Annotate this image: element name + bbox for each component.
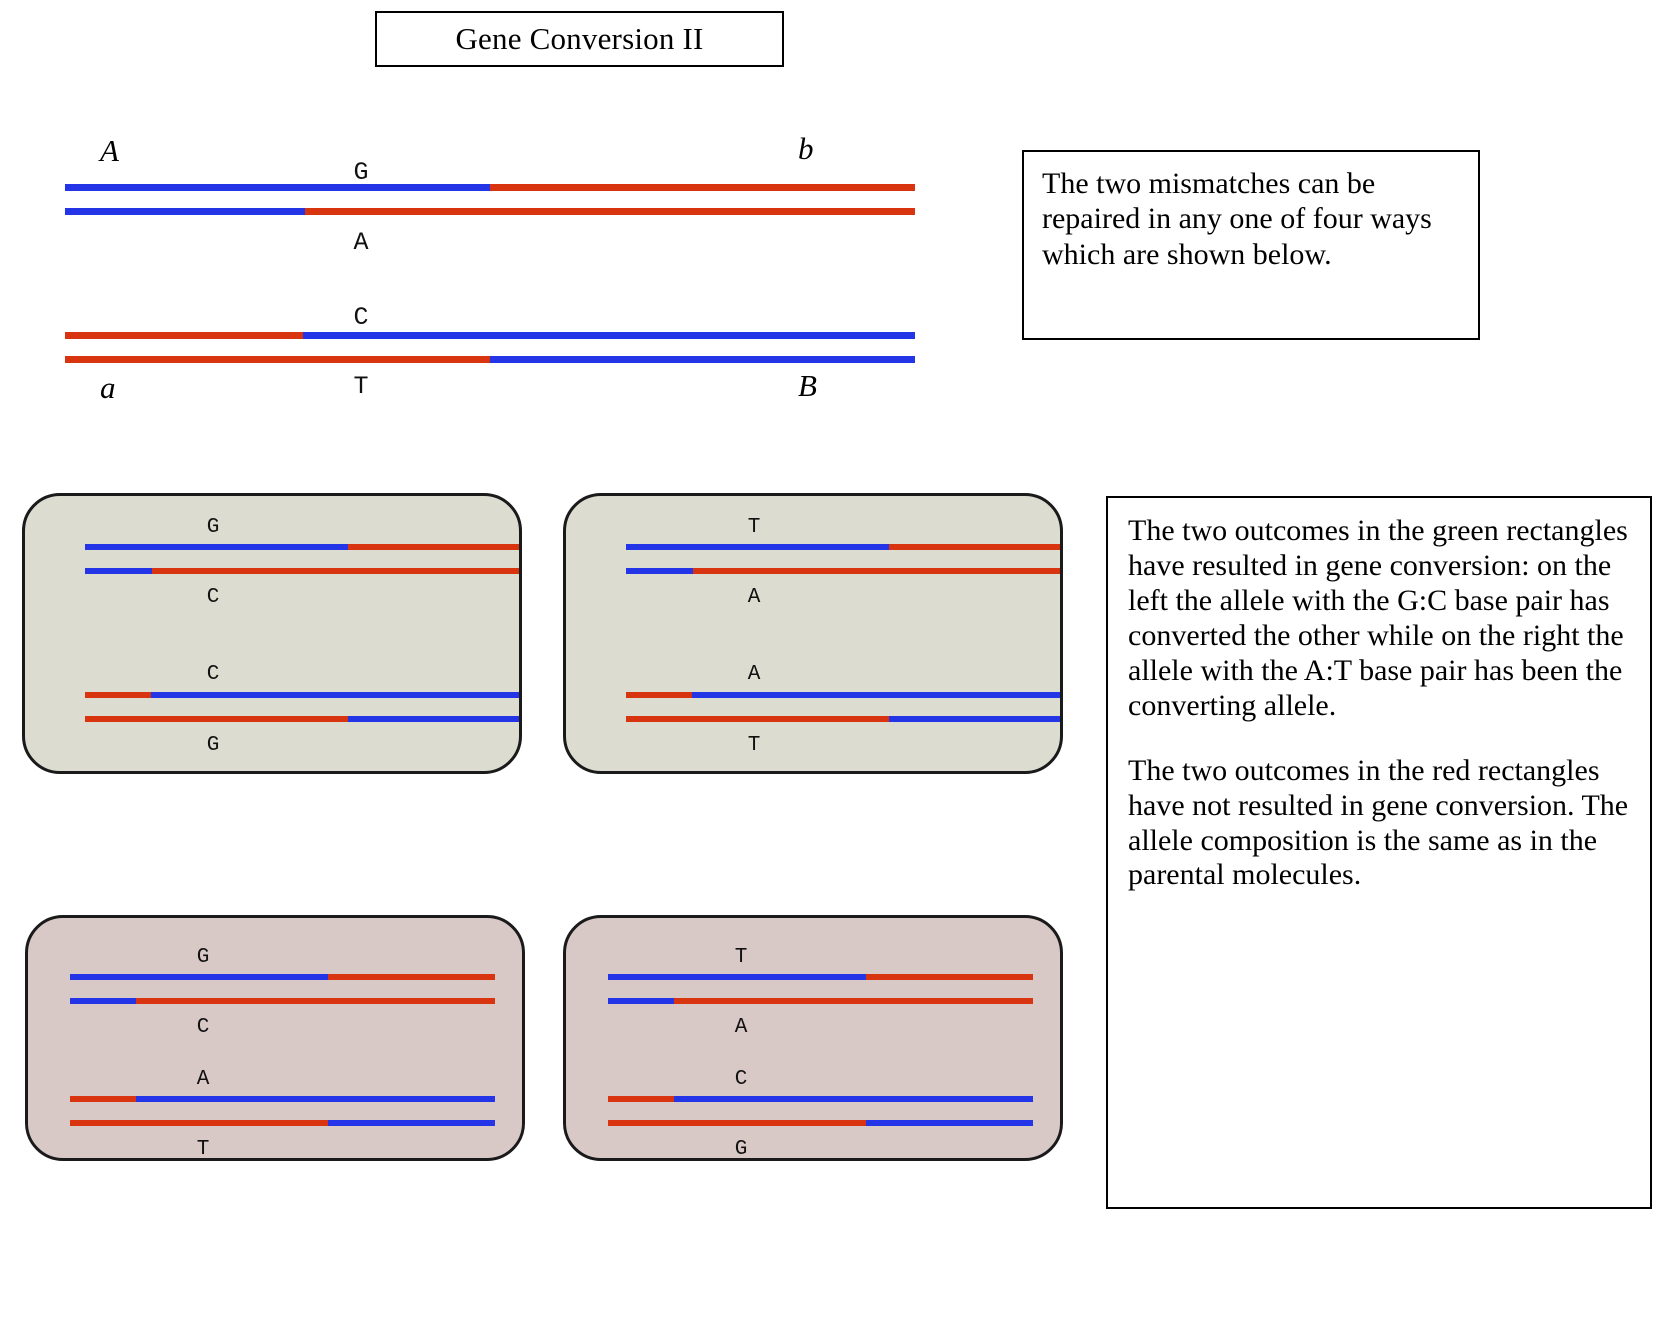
- note-bottom-paragraph-red: The two outcomes in the red rectangles h…: [1128, 753, 1629, 892]
- base-label-bottom-2: G: [206, 734, 220, 757]
- outcome-box-red-right: T A C G: [563, 915, 1063, 1161]
- outcome-strand-1: [608, 974, 1033, 980]
- base-label-top-1: T: [747, 516, 761, 539]
- strand-segment-red: [70, 1120, 328, 1126]
- strand-segment-blue: [136, 1096, 495, 1102]
- strand-segment-blue: [626, 568, 693, 574]
- base-label-C-bottom: C: [353, 303, 369, 332]
- strand-segment-red: [490, 184, 915, 191]
- base-label-top-2: A: [196, 1068, 210, 1091]
- strand-segment-red: [328, 974, 495, 980]
- outcome-box-green-right: T A A T: [563, 493, 1063, 774]
- base-label-T-bottom: T: [353, 372, 369, 401]
- base-label-bottom-1: A: [747, 586, 761, 609]
- strand-segment-red: [348, 544, 519, 550]
- base-label-G-top: G: [353, 158, 369, 187]
- strand-segment-red: [65, 332, 303, 339]
- strand-segment-red: [608, 1120, 866, 1126]
- note-top-text: The two mismatches can be repaired in an…: [1042, 167, 1432, 271]
- strand-segment-red: [608, 1096, 674, 1102]
- strand-segment-blue: [85, 568, 152, 574]
- base-label-bottom-2: G: [734, 1138, 748, 1161]
- base-label-top-2: C: [206, 663, 220, 686]
- base-label-top-2: C: [734, 1068, 748, 1091]
- parental-strand-1: [65, 184, 915, 191]
- strand-segment-blue: [70, 974, 328, 980]
- strand-segment-blue: [674, 1096, 1033, 1102]
- strand-segment-blue: [70, 998, 136, 1004]
- allele-label-a: a: [100, 370, 116, 405]
- strand-segment-blue: [692, 692, 1060, 698]
- parental-molecules-panel: A b a B G A C T: [0, 0, 1000, 420]
- strand-segment-red: [889, 544, 1060, 550]
- outcome-strand-1: [70, 974, 495, 980]
- outcome-strand-1: [626, 544, 1060, 550]
- base-label-A-top: A: [353, 228, 369, 257]
- strand-segment-blue: [889, 716, 1060, 722]
- page-title: Gene Conversion II: [455, 21, 704, 56]
- strand-segment-blue: [151, 692, 519, 698]
- outcome-box-green-left: G C C G: [22, 493, 522, 774]
- note-bottom-paragraph-green: The two outcomes in the green rectangles…: [1128, 514, 1628, 722]
- note-box-outcomes-explanation: The two outcomes in the green rectangles…: [1106, 496, 1652, 1209]
- outcome-strand-1: [85, 544, 519, 550]
- base-label-top-1: G: [196, 946, 210, 969]
- note-box-mismatch-repair: The two mismatches can be repaired in an…: [1022, 150, 1480, 340]
- outcome-strand-2: [626, 568, 1060, 574]
- strand-segment-red: [70, 1096, 136, 1102]
- strand-segment-blue: [866, 1120, 1033, 1126]
- outcome-box-red-left: G C A T: [25, 915, 525, 1161]
- strand-segment-red: [674, 998, 1033, 1004]
- strand-segment-red: [626, 716, 889, 722]
- strand-segment-blue: [608, 974, 866, 980]
- outcome-strand-2: [85, 568, 519, 574]
- strand-segment-red: [626, 692, 692, 698]
- strand-segment-blue: [303, 332, 915, 339]
- strand-segment-red: [136, 998, 495, 1004]
- strand-segment-red: [85, 716, 348, 722]
- strand-segment-blue: [348, 716, 519, 722]
- allele-label-b: b: [798, 131, 814, 166]
- strand-segment-red: [85, 692, 151, 698]
- outcome-strand-4: [70, 1120, 495, 1126]
- outcome-strand-4: [626, 716, 1060, 722]
- base-label-bottom-1: C: [196, 1016, 210, 1039]
- base-label-bottom-1: C: [206, 586, 220, 609]
- outcome-strand-3: [85, 692, 519, 698]
- parental-strand-4: [65, 356, 915, 363]
- base-label-bottom-1: A: [734, 1016, 748, 1039]
- strand-segment-blue: [626, 544, 889, 550]
- strand-segment-red: [305, 208, 915, 215]
- outcome-strand-3: [608, 1096, 1033, 1102]
- outcome-strand-3: [626, 692, 1060, 698]
- strand-segment-blue: [85, 544, 348, 550]
- parental-strand-2: [65, 208, 915, 215]
- base-label-bottom-2: T: [196, 1138, 210, 1161]
- strand-segment-blue: [490, 356, 915, 363]
- allele-label-B: B: [798, 368, 817, 403]
- base-label-bottom-2: T: [747, 734, 761, 757]
- outcome-strand-4: [85, 716, 519, 722]
- strand-segment-blue: [65, 184, 490, 191]
- base-label-top-2: A: [747, 663, 761, 686]
- parental-strand-3: [65, 332, 915, 339]
- page-title-box: Gene Conversion II: [375, 11, 784, 67]
- base-label-top-1: G: [206, 516, 220, 539]
- base-label-top-1: T: [734, 946, 748, 969]
- strand-segment-blue: [328, 1120, 495, 1126]
- strand-segment-red: [693, 568, 1060, 574]
- outcome-strand-2: [70, 998, 495, 1004]
- outcome-strand-4: [608, 1120, 1033, 1126]
- allele-label-A: A: [100, 133, 119, 168]
- strand-segment-red: [866, 974, 1033, 980]
- outcome-strand-2: [608, 998, 1033, 1004]
- strand-segment-red: [65, 356, 490, 363]
- outcome-strand-3: [70, 1096, 495, 1102]
- strand-segment-blue: [65, 208, 305, 215]
- strand-segment-blue: [608, 998, 674, 1004]
- strand-segment-red: [152, 568, 519, 574]
